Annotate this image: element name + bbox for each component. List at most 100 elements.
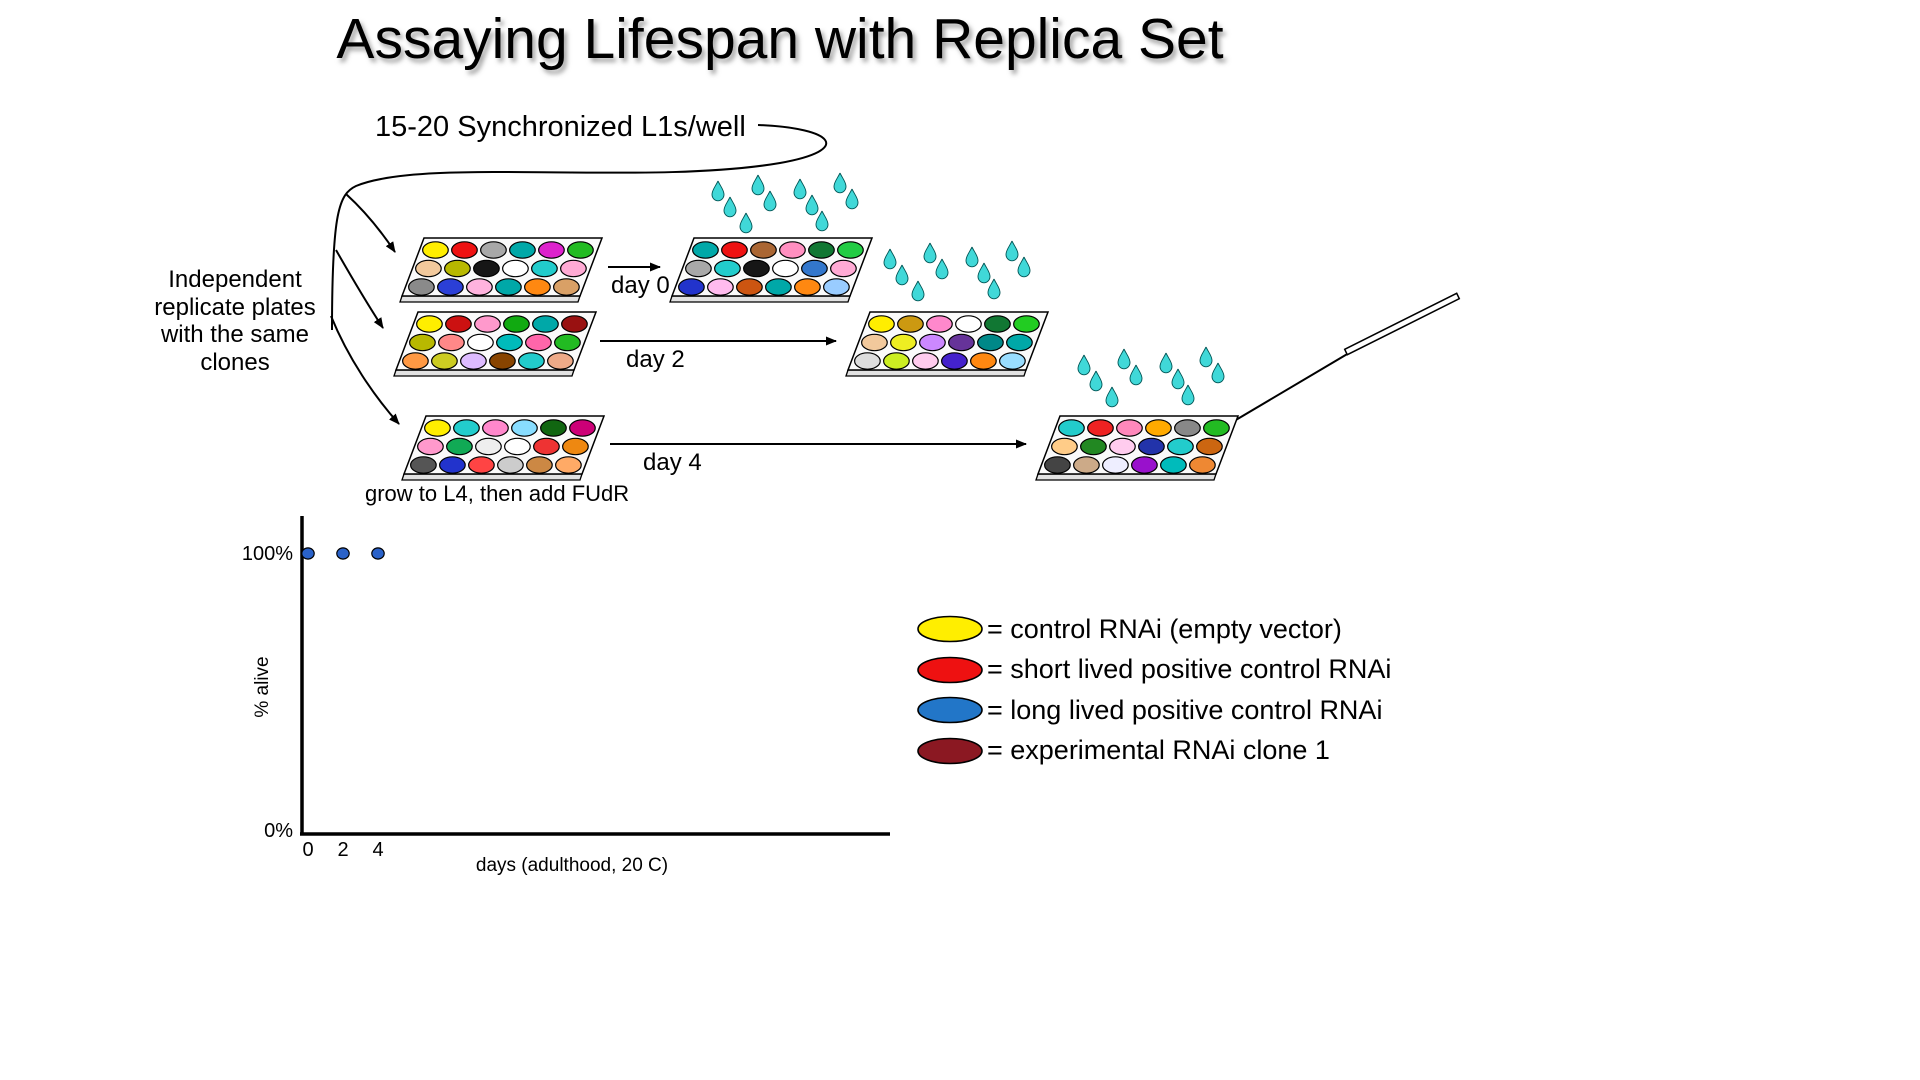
well	[926, 315, 953, 333]
well	[1080, 437, 1107, 456]
well	[424, 419, 451, 437]
well	[415, 259, 442, 278]
water-droplet-icon	[1089, 370, 1103, 392]
water-droplet-icon	[965, 246, 979, 268]
worm-pick-icon	[1223, 292, 1461, 428]
well	[445, 315, 472, 333]
well	[480, 241, 507, 259]
well	[772, 259, 799, 278]
well	[1196, 437, 1223, 456]
x-tick-4: 4	[372, 839, 384, 861]
well	[497, 456, 524, 474]
legend-label: = short lived positive control RNAi	[987, 654, 1392, 685]
water-droplet-icon	[935, 258, 949, 280]
water-droplet-icon	[763, 190, 777, 212]
survival-data-point	[301, 547, 315, 560]
well	[524, 278, 551, 296]
well	[1102, 456, 1129, 474]
well	[466, 278, 493, 296]
well	[823, 278, 850, 296]
well	[919, 333, 946, 352]
well	[685, 259, 712, 278]
legend: = control RNAi (empty vector) = short liv…	[916, 609, 1391, 771]
assay-plate-day2-source	[393, 311, 598, 377]
well	[482, 419, 509, 437]
well	[451, 241, 478, 259]
water-droplet-icon	[1005, 240, 1019, 262]
day-0-label: day 0	[611, 272, 670, 299]
x-tick-0: 0	[302, 839, 314, 861]
well	[453, 419, 480, 437]
well	[408, 278, 435, 296]
water-droplet-icon	[739, 212, 753, 234]
well	[955, 315, 982, 333]
well	[830, 259, 857, 278]
branch-arrow-plate1	[345, 193, 396, 253]
well	[692, 241, 719, 259]
legend-label: = experimental RNAi clone 1	[987, 735, 1330, 766]
independent-replicates-label: Independent replicate plates with the sa…	[154, 266, 316, 376]
water-droplet-icon	[1077, 354, 1091, 376]
y-axis-label: % alive	[252, 656, 273, 718]
well	[431, 352, 458, 370]
legend-swatch-ellipse	[917, 737, 983, 765]
legend-swatch-icon	[917, 696, 983, 724]
water-droplet-icon	[711, 180, 725, 202]
well	[912, 352, 939, 370]
day-2-label: day 2	[626, 346, 685, 373]
legend-swatch-ellipse	[917, 615, 983, 643]
well	[1044, 456, 1071, 474]
well	[1160, 456, 1187, 474]
water-droplet-icon	[1105, 386, 1119, 408]
plate-base	[669, 295, 851, 303]
well	[1116, 419, 1143, 437]
well	[808, 241, 835, 259]
water-droplet-icon	[987, 278, 1001, 300]
assay-plate-day0-scored	[669, 237, 874, 303]
well	[533, 437, 560, 456]
well	[532, 315, 559, 333]
well	[941, 352, 968, 370]
legend-label: = control RNAi (empty vector)	[987, 613, 1342, 644]
well	[721, 241, 748, 259]
well	[446, 437, 473, 456]
legend-swatch-icon	[917, 615, 983, 643]
water-droplet-icon	[845, 188, 859, 210]
well	[518, 352, 545, 370]
well	[416, 315, 443, 333]
water-droplet-icon	[833, 172, 847, 194]
well	[502, 259, 529, 278]
well	[714, 259, 741, 278]
well	[854, 352, 881, 370]
branch-arrow-plate3	[330, 315, 400, 425]
well	[743, 259, 770, 278]
day-4-label: day 4	[643, 449, 702, 476]
y-tick-100: 100%	[241, 543, 293, 565]
well	[509, 241, 536, 259]
well	[422, 241, 449, 259]
legend-swatch-ellipse	[917, 696, 983, 724]
well	[707, 278, 734, 296]
well	[560, 259, 587, 278]
well	[496, 333, 523, 352]
well	[1131, 456, 1158, 474]
well	[402, 352, 429, 370]
well	[765, 278, 792, 296]
legend-swatch-ellipse	[917, 656, 983, 684]
water-droplet-icon	[1129, 364, 1143, 386]
well	[1058, 419, 1085, 437]
well	[897, 315, 924, 333]
assay-plate-day4-source	[401, 415, 606, 481]
well	[474, 315, 501, 333]
water-droplet-icon	[923, 242, 937, 264]
well	[750, 241, 777, 259]
well	[555, 456, 582, 474]
well	[473, 259, 500, 278]
well	[540, 419, 567, 437]
legend-swatch-icon	[917, 737, 983, 765]
well	[999, 352, 1026, 370]
water-droplet-icon	[1211, 362, 1225, 384]
well	[1145, 419, 1172, 437]
